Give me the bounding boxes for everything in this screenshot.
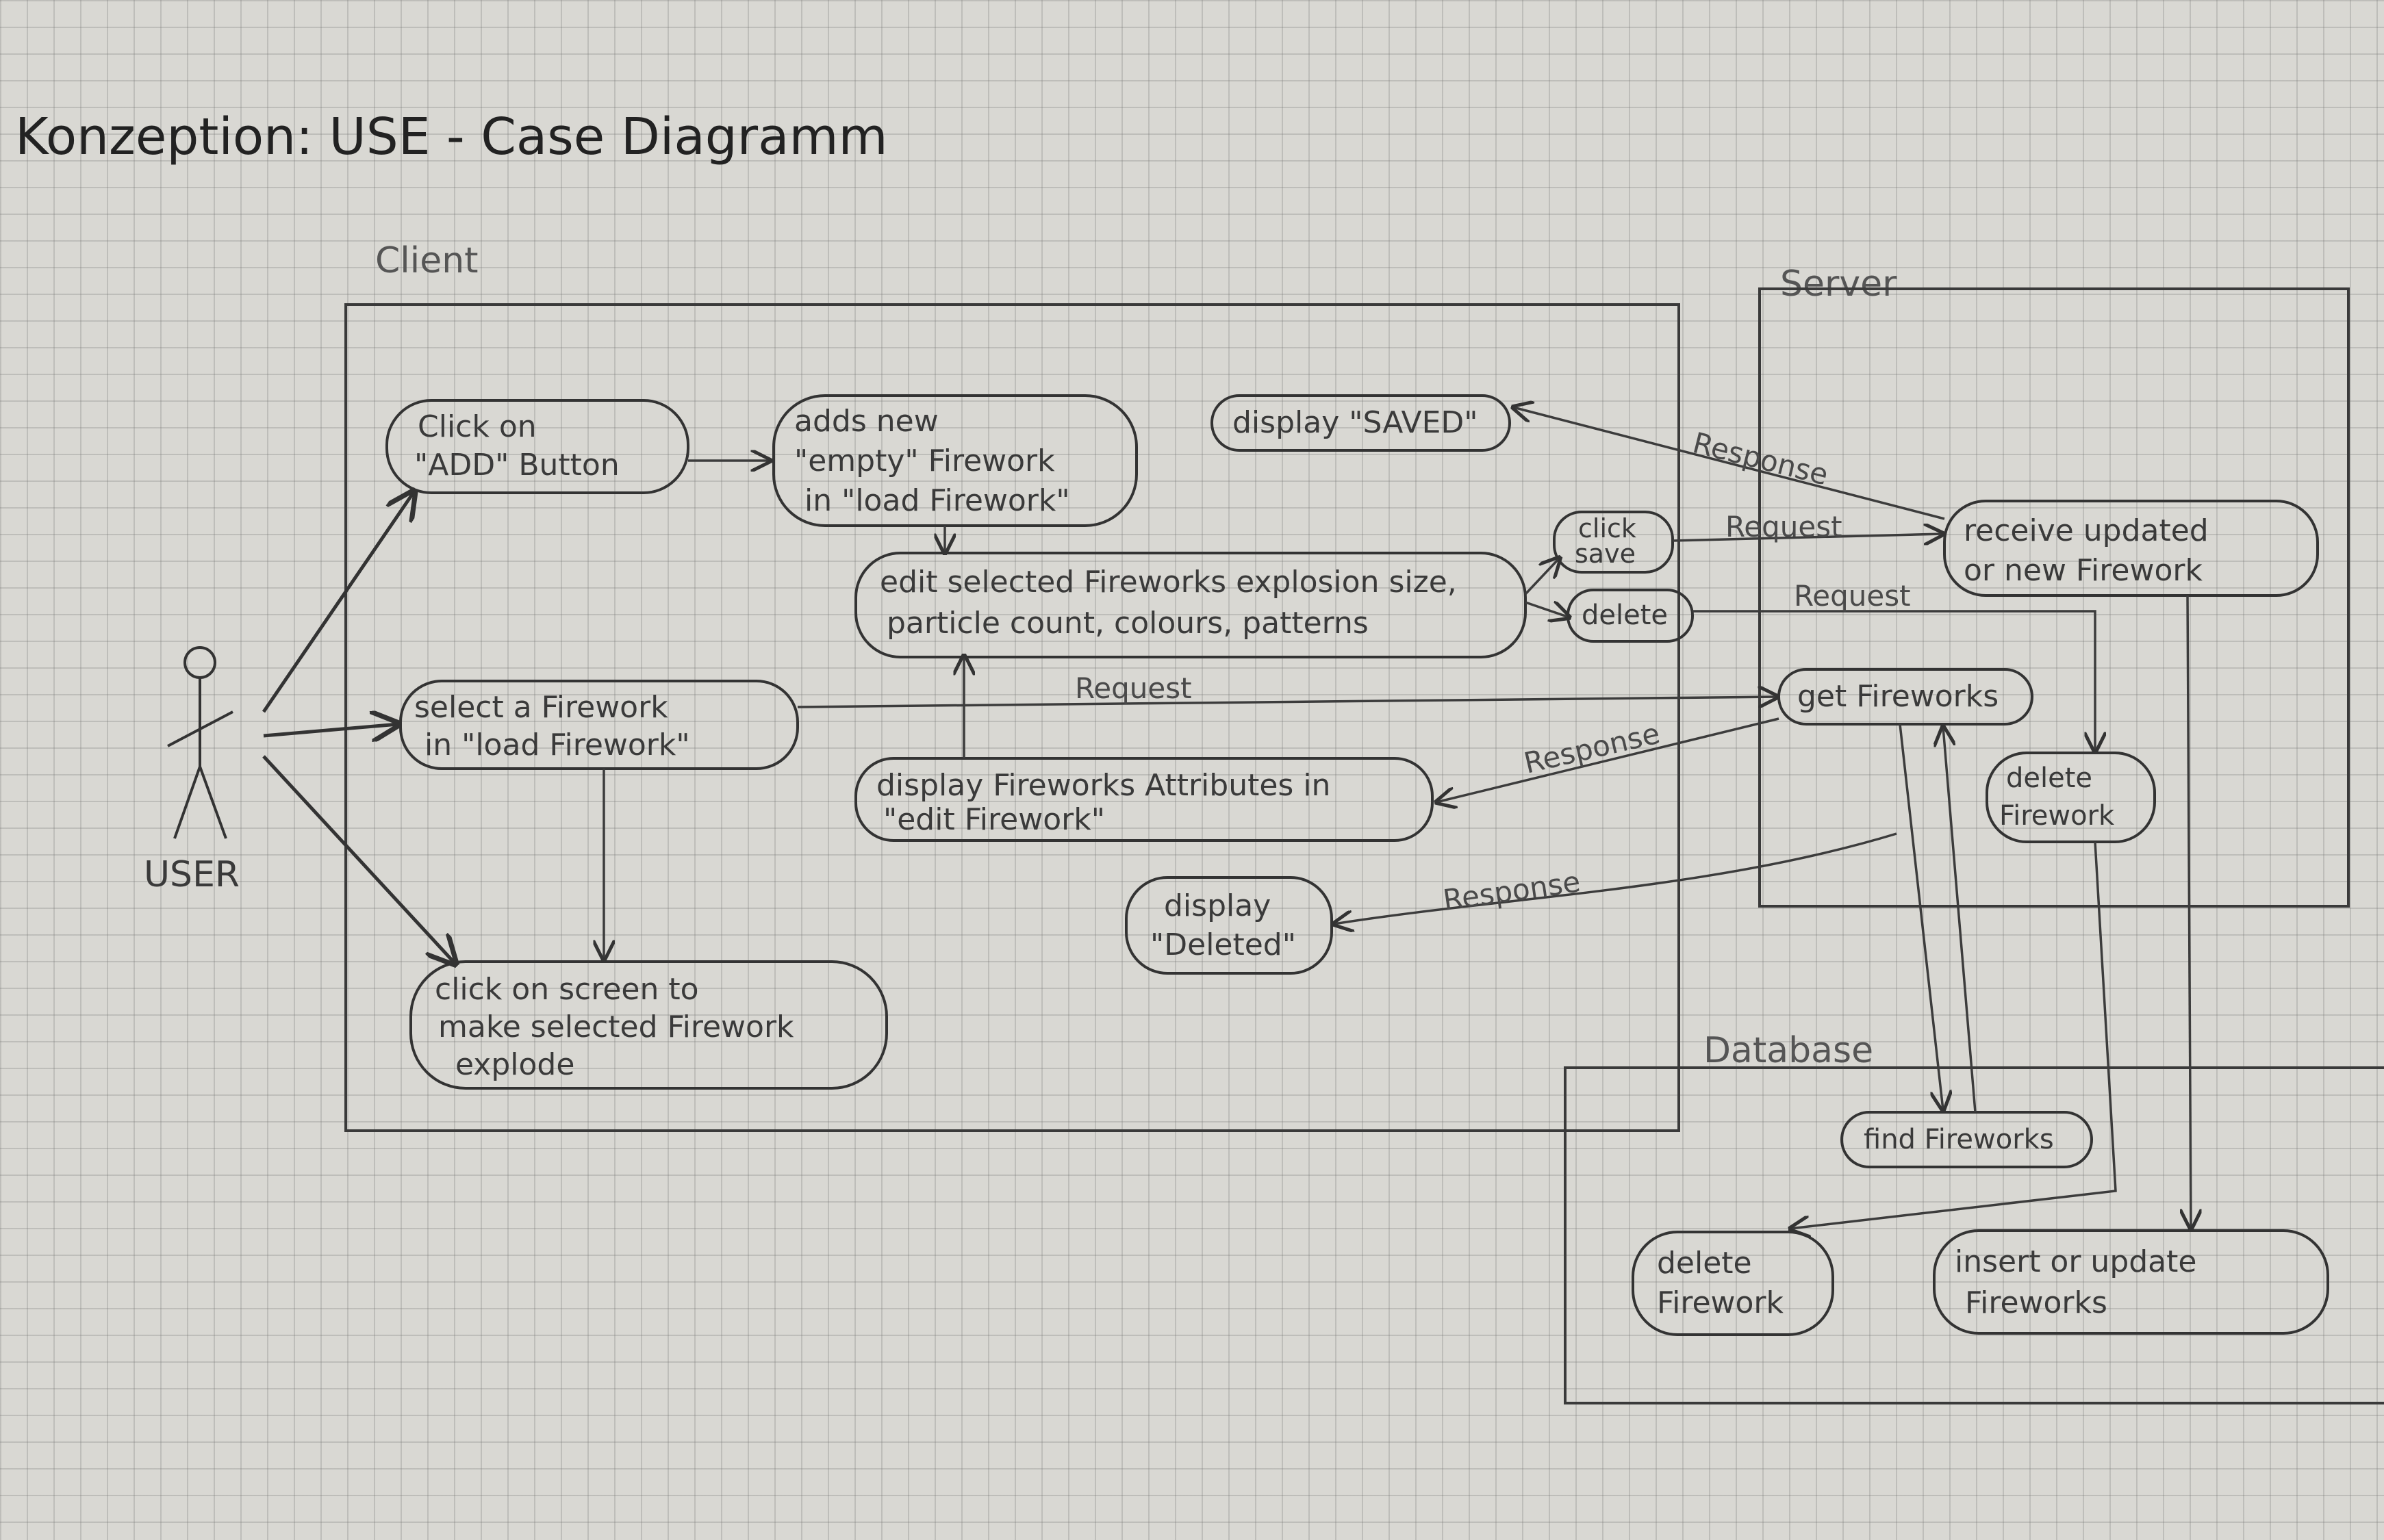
edge-receive-to-insert-update xyxy=(2188,595,2191,1229)
edge-edit-to-click-save xyxy=(1524,558,1560,595)
use-case-adds-new-label: adds new "empty" Firework in "load Firew… xyxy=(794,404,1070,518)
use-case-delete-server: delete Firework xyxy=(1986,752,2156,843)
use-case-delete-client-label: delete xyxy=(1582,600,1668,631)
use-case-find-fireworks: find Fireworks xyxy=(1840,1111,2093,1168)
edge-edit-to-delete xyxy=(1525,602,1569,617)
use-case-receive-updated-label: receive updated or new Firework xyxy=(1964,513,2218,588)
use-case-delete-database: delete Firework xyxy=(1632,1231,1834,1336)
edge-get-to-find-fireworks xyxy=(1899,723,1943,1110)
use-case-get-fireworks-label: get Fireworks xyxy=(1797,679,1999,714)
use-case-display-saved-label: display "SAVED" xyxy=(1232,405,1478,440)
use-case-click-add-label: Click on "ADD" Button xyxy=(414,409,620,483)
user-actor: USER xyxy=(144,646,240,895)
use-case-adds-new-shape xyxy=(772,394,1138,527)
use-case-edit-selected-label: edit selected Fireworks explosion size, … xyxy=(880,565,1467,641)
edge-find-to-get-fireworks xyxy=(1943,727,1977,1113)
edge-user-to-click-screen xyxy=(262,755,455,964)
use-case-click-save: click save xyxy=(1553,511,1674,574)
actor-arms xyxy=(167,710,233,747)
diagram-title: Konzeption: USE - Case Diagramm xyxy=(15,107,888,166)
use-case-click-save-label: click save xyxy=(1575,513,1645,569)
edge-save-to-receive xyxy=(1672,534,1943,541)
edge-get-to-display-attributes xyxy=(1436,717,1779,802)
use-case-display-attributes-label: display Fireworks Attributes in "edit Fi… xyxy=(876,768,1340,837)
use-case-click-add-shape xyxy=(385,399,689,494)
actor-label: USER xyxy=(144,854,240,895)
use-case-click-save-shape xyxy=(1553,511,1674,574)
use-case-click-add: Click on "ADD" Button xyxy=(385,399,689,494)
use-case-edit-selected: edit selected Fireworks explosion size, … xyxy=(854,552,1527,658)
edge-server-delete-to-db-delete xyxy=(1790,841,2117,1229)
use-case-receive-updated: receive updated or new Firework xyxy=(1943,500,2319,597)
edge-label-request-delete: Request xyxy=(1794,579,1911,613)
use-case-display-deleted-label: display "Deleted" xyxy=(1150,888,1296,962)
use-case-receive-updated-shape xyxy=(1943,500,2319,597)
use-case-click-screen: click on screen to make selected Firewor… xyxy=(409,960,888,1090)
use-case-display-attributes: display Fireworks Attributes in "edit Fi… xyxy=(854,757,1434,842)
client-boundary xyxy=(344,303,1680,1132)
use-case-delete-server-shape xyxy=(1986,752,2156,843)
use-case-adds-new: adds new "empty" Firework in "load Firew… xyxy=(772,394,1138,527)
use-case-display-deleted: display "Deleted" xyxy=(1125,876,1333,975)
use-case-delete-database-label: delete Firework xyxy=(1657,1246,1784,1320)
actor-right-leg xyxy=(199,766,227,839)
use-case-insert-update-shape xyxy=(1933,1229,2329,1335)
use-case-find-fireworks-label: find Fireworks xyxy=(1864,1124,2054,1155)
edge-select-to-get-fireworks xyxy=(797,697,1777,708)
use-case-edit-selected-shape xyxy=(854,552,1527,658)
edge-delete-to-server-delete xyxy=(1692,610,2095,752)
server-boundary xyxy=(1758,287,2350,908)
use-case-insert-update: insert or update Fireworks xyxy=(1933,1229,2329,1335)
actor-head xyxy=(183,646,216,679)
edge-label-response-get: Response xyxy=(1521,717,1663,780)
use-case-display-saved: display "SAVED" xyxy=(1210,394,1511,452)
use-case-delete-client: delete xyxy=(1567,589,1694,643)
actor-left-leg xyxy=(173,766,201,839)
server-boundary-label: Server xyxy=(1780,264,1897,305)
use-case-delete-database-shape xyxy=(1632,1231,1834,1336)
use-case-select-firework-label: select a Firework in "load Firework" xyxy=(414,690,690,762)
edge-user-to-click-add xyxy=(262,491,414,713)
edge-label-request-save: Request xyxy=(1725,510,1842,543)
use-case-find-fireworks-shape xyxy=(1840,1111,2093,1168)
edge-label-response-deleted: Response xyxy=(1441,864,1583,917)
use-case-delete-server-label: delete Firework xyxy=(1999,762,2115,832)
edge-server-to-display-deleted xyxy=(1334,832,1897,924)
edge-user-to-select-firework xyxy=(263,724,398,736)
database-boundary xyxy=(1564,1066,2384,1404)
edge-label-request-get: Request xyxy=(1075,671,1192,705)
use-case-click-screen-label: click on screen to make selected Firewor… xyxy=(435,972,804,1082)
use-case-get-fireworks: get Fireworks xyxy=(1777,668,2033,726)
use-case-insert-update-label: insert or update Fireworks xyxy=(1955,1244,2206,1320)
client-boundary-label: Client xyxy=(375,240,479,281)
use-case-display-saved-shape xyxy=(1210,394,1511,452)
use-case-click-screen-shape xyxy=(409,960,888,1090)
database-boundary-label: Database xyxy=(1703,1030,1873,1071)
edge-receive-to-display-saved xyxy=(1513,407,1945,520)
use-case-select-firework: select a Firework in "load Firework" xyxy=(399,680,799,770)
